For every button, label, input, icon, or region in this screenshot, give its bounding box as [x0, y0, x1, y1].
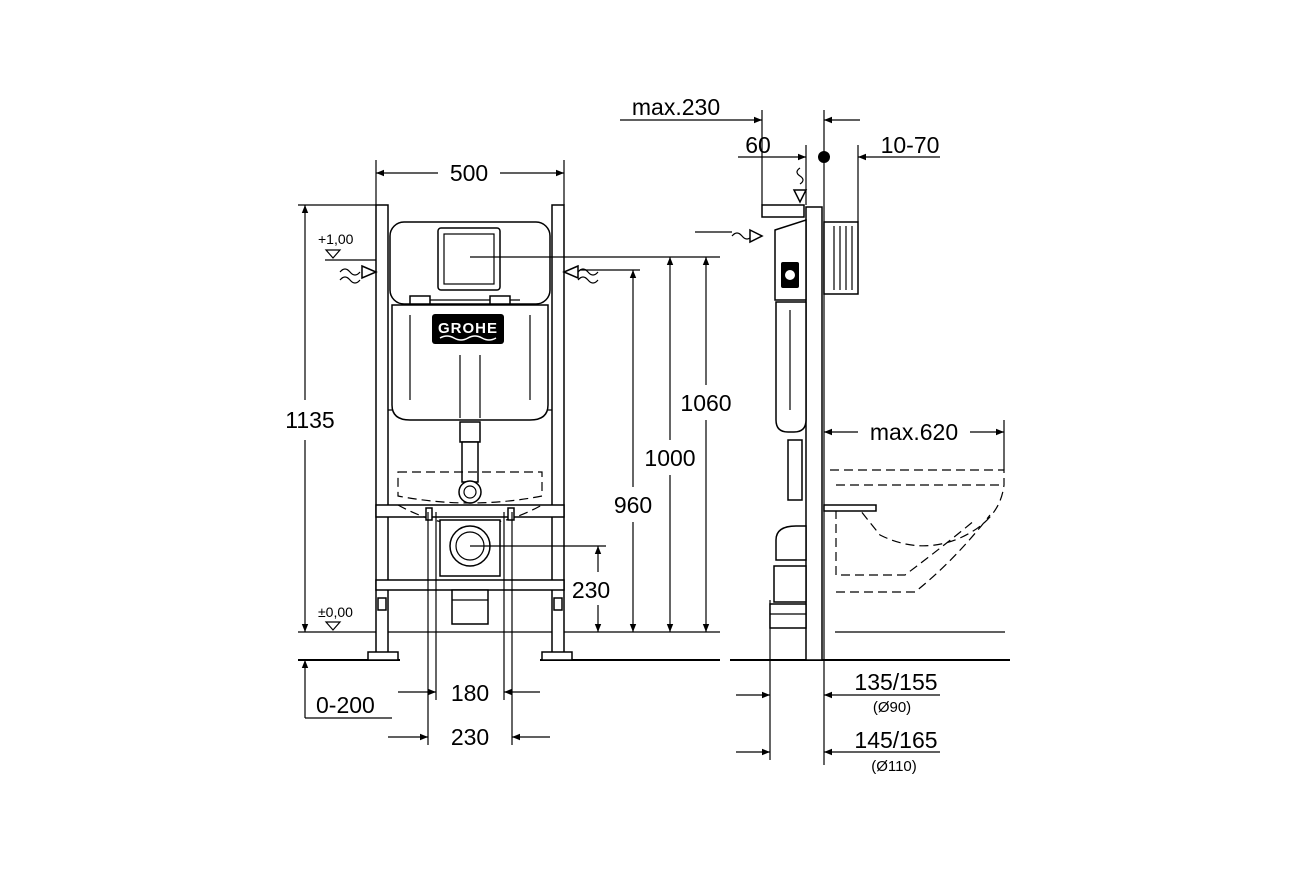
dim-outlet-height: 230: [572, 577, 610, 603]
water-inlet-icon: [731, 228, 764, 244]
dim-135-155: 135/155: [854, 669, 937, 695]
flush-pipe: [458, 421, 482, 504]
pipe-diameter-90: (Ø90): [873, 699, 911, 716]
dim-inner-spacing: 180: [451, 680, 489, 706]
frame: [367, 204, 573, 661]
waste-outlet: [425, 507, 515, 625]
svg-text:+1,00: +1,00: [318, 231, 354, 247]
dim-max-620: max.620: [870, 419, 958, 445]
dim-floor-offset: 0-200: [316, 692, 375, 718]
level-marker-icon: ±0,00: [318, 604, 353, 631]
water-inlet-icon: [562, 264, 599, 284]
pipe-diameter-110: (Ø110): [871, 758, 917, 775]
dim-width: 500: [450, 160, 488, 186]
water-inlet-icon: [792, 167, 808, 204]
dim-wall-range: 10-70: [881, 132, 940, 158]
dim-960: 960: [614, 492, 652, 518]
wall-panel: [823, 221, 859, 295]
dim-offset-60: 60: [745, 132, 771, 158]
front-view: GROHE +1,00 ±0,00: [285, 160, 732, 750]
side-frame: [769, 206, 823, 661]
svg-text:GROHE: GROHE: [438, 320, 498, 337]
cistern: GROHE: [389, 221, 551, 421]
dim-1000: 1000: [644, 445, 695, 471]
svg-text:±0,00: ±0,00: [318, 604, 353, 620]
reference-point-icon: [818, 151, 830, 163]
dim-total-height: 1135: [285, 407, 334, 433]
dim-145-165: 145/165: [854, 727, 937, 753]
water-inlet-icon: [339, 264, 378, 284]
dim-outer-spacing: 230: [451, 724, 489, 750]
level-marker-icon: +1,00: [318, 231, 354, 259]
dim-max-230: max.230: [632, 94, 720, 120]
bowl-outline: [397, 471, 543, 504]
wc-pan-outline: [830, 469, 1005, 547]
side-view: max.230 60 10-70 max.620 135/155 (Ø90) 1…: [620, 94, 1010, 775]
dim-1060: 1060: [680, 390, 731, 416]
